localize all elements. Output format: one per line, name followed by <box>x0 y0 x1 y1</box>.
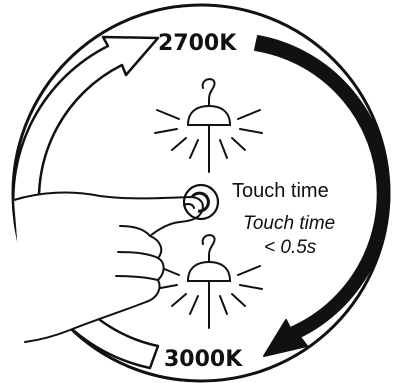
solid-curved-arrow-icon <box>254 35 391 357</box>
top-temperature-label: 2700K <box>158 31 237 56</box>
pendant-lamp-icon <box>154 234 263 329</box>
duration-label-line2: < 0.5s <box>264 237 317 258</box>
touch-ripple-icon <box>182 183 220 221</box>
duration-label-line1: Touch time <box>243 213 335 234</box>
pendant-lamp-icon <box>154 78 263 173</box>
hand-pointer-icon <box>13 191 204 343</box>
bottom-temperature-label: 3000K <box>164 347 243 372</box>
action-label: Touch time <box>232 180 329 202</box>
